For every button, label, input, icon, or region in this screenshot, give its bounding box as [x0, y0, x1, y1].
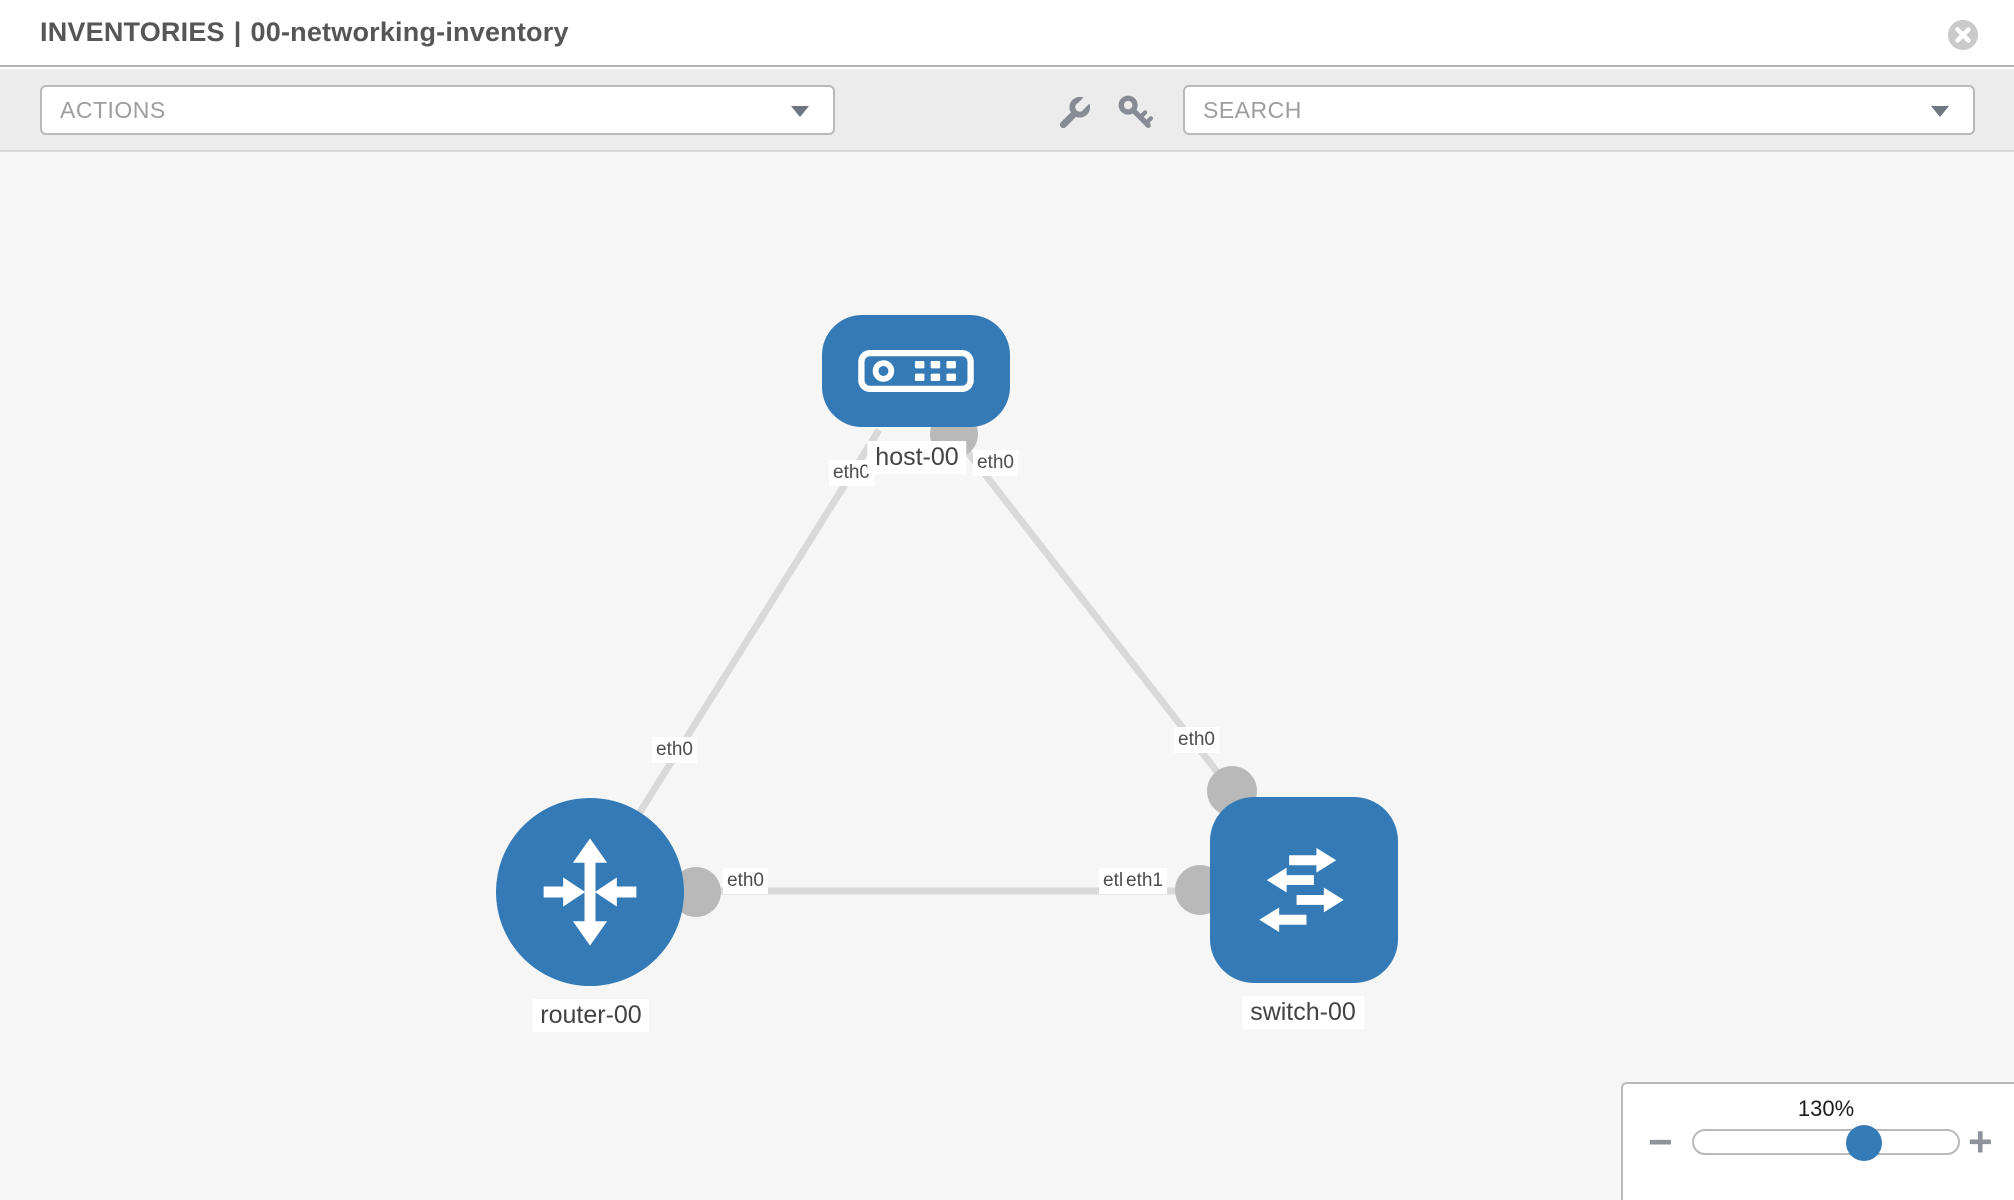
node-label-host: host-00 — [867, 441, 967, 474]
page-title-section: INVENTORIES — [40, 17, 225, 47]
chevron-down-icon — [1931, 106, 1949, 117]
close-icon — [1955, 27, 1971, 43]
node-switch-00[interactable] — [1210, 797, 1398, 983]
actions-dropdown-label: ACTIONS — [60, 97, 166, 123]
interface-label-router-link-eth0: eth0 — [652, 737, 697, 763]
host-icon — [858, 350, 974, 392]
zoom-out-button[interactable]: − — [1648, 1118, 1673, 1165]
key-icon — [1118, 95, 1153, 128]
credentials-button[interactable] — [1117, 94, 1153, 130]
page-title: INVENTORIES | 00-networking-inventory — [40, 0, 569, 65]
router-icon — [543, 838, 637, 946]
node-label-router: router-00 — [532, 999, 650, 1032]
chevron-down-icon — [791, 106, 809, 117]
header-bar: INVENTORIES | 00-networking-inventory — [0, 0, 2014, 67]
interface-label-switch-top-eth0: eth0 — [1174, 727, 1219, 753]
switch-icon — [1259, 847, 1344, 933]
interface-label-router-eth0: eth0 — [723, 868, 768, 894]
zoom-in-button[interactable]: + — [1968, 1118, 1993, 1165]
actions-dropdown[interactable]: ACTIONS — [40, 85, 835, 135]
search-dropdown-label: SEARCH — [1203, 97, 1302, 123]
topology-canvas[interactable] — [0, 152, 2014, 1200]
interface-label-host-eth0-right: eth0 — [973, 450, 1018, 476]
page-title-inventory-name: 00-networking-inventory — [250, 17, 569, 47]
zoom-slider-thumb[interactable] — [1846, 1125, 1882, 1161]
endpoint-router — [671, 867, 721, 917]
zoom-control-panel: 130% − + — [1621, 1082, 2014, 1200]
node-host-00[interactable] — [822, 315, 1010, 427]
interface-label-switch-eth1: eth1 — [1122, 868, 1167, 894]
search-dropdown[interactable]: SEARCH — [1183, 85, 1975, 135]
zoom-slider-track[interactable] — [1692, 1129, 1960, 1155]
zoom-percentage: 130% — [1797, 1096, 1855, 1121]
toolbar: ACTIONS SEARCH — [0, 69, 2014, 152]
wrench-icon — [1059, 94, 1093, 129]
node-router-00[interactable] — [496, 798, 684, 986]
node-label-switch: switch-00 — [1242, 996, 1364, 1029]
configure-button[interactable] — [1057, 94, 1093, 130]
interface-label-host-eth0-left: eth0 — [829, 460, 874, 486]
close-button[interactable] — [1948, 20, 1978, 50]
page-title-separator: | — [233, 17, 242, 47]
